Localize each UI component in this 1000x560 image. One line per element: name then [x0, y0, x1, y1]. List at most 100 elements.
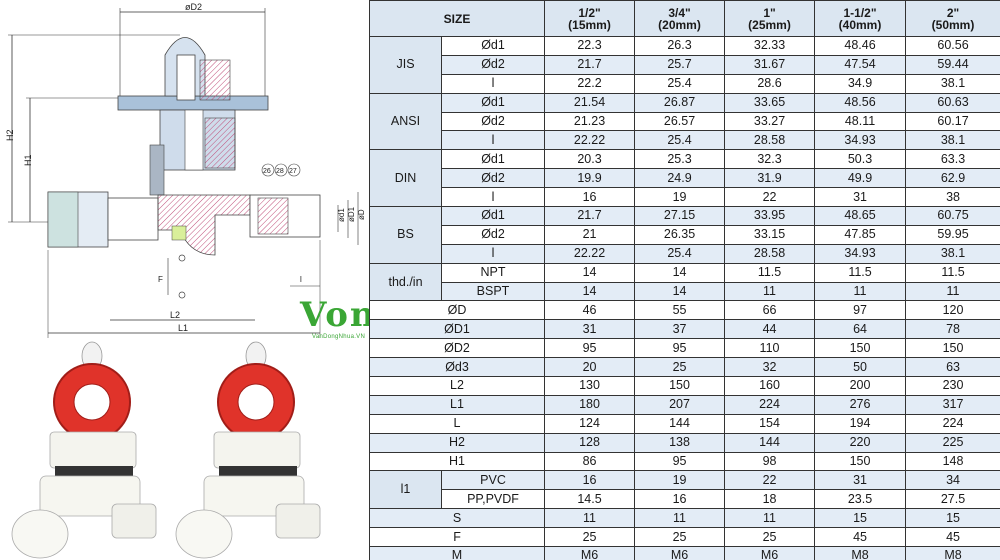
row-label: Ød2	[440, 168, 546, 189]
value-cell: 22	[724, 470, 816, 491]
value-cell: 86	[544, 451, 636, 472]
value-cell: 28.58	[724, 243, 816, 264]
value-cell: 23.5	[814, 489, 907, 510]
dim-lengths: l L2 L1	[47, 240, 321, 338]
group-label: thd./in	[369, 262, 442, 302]
row-label: S	[368, 508, 546, 529]
value-cell: 25.4	[634, 130, 726, 151]
value-cell: 48.46	[814, 36, 907, 56]
row-label: l	[440, 243, 546, 264]
value-cell: 26.3	[634, 36, 726, 56]
value-cell: 60.75	[905, 206, 1000, 226]
row-label: l	[440, 130, 546, 151]
value-cell: 34.93	[814, 243, 907, 264]
value-cell: 11	[905, 281, 1000, 302]
part-28: 28	[276, 168, 284, 175]
row-label: l	[440, 73, 546, 94]
value-cell: 62.9	[905, 168, 1000, 189]
group-label: BS	[369, 206, 442, 264]
value-cell: 95	[544, 338, 636, 359]
value-cell: 59.44	[905, 54, 1000, 75]
dim-d-label: øD	[357, 209, 366, 220]
value-cell: 160	[724, 376, 816, 396]
value-cell: 19.9	[544, 168, 636, 189]
value-cell: 55	[634, 300, 726, 321]
value-cell: 26.87	[634, 92, 726, 113]
value-cell: 25	[634, 357, 726, 378]
dim-d1-label: øD1	[347, 206, 356, 222]
value-cell: 25.3	[634, 149, 726, 170]
dim-l1-label: L1	[178, 323, 188, 333]
value-cell: 31	[814, 187, 907, 208]
dim-h1-label: H1	[23, 154, 33, 166]
value-cell: 25.4	[634, 243, 726, 264]
group-label: l1	[369, 470, 442, 510]
value-cell: 207	[634, 394, 726, 415]
value-cell: 33.65	[724, 92, 816, 113]
header-size-col: 1"(25mm)	[724, 0, 816, 37]
value-cell: 66	[724, 300, 816, 321]
row-label: Ød1	[440, 149, 546, 170]
value-cell: 32.33	[724, 36, 816, 56]
value-cell: 16	[544, 470, 636, 491]
row-label: Ød3	[368, 357, 546, 378]
row-label: L	[368, 413, 546, 434]
handwheel	[117, 37, 269, 111]
row-label: ØD	[368, 300, 546, 321]
header-size-col: 3/4"(20mm)	[634, 0, 726, 37]
value-cell: 148	[905, 451, 1000, 472]
value-cell: 27.5	[905, 489, 1000, 510]
value-cell: 14	[634, 262, 726, 283]
value-cell: 25.4	[634, 73, 726, 94]
value-cell: 37	[634, 319, 726, 340]
value-cell: 150	[814, 451, 907, 472]
value-cell: 38	[905, 187, 1000, 208]
value-cell: 19	[634, 187, 726, 208]
dim-h2-label: H2	[5, 129, 15, 141]
value-cell: 150	[814, 338, 907, 359]
value-cell: 224	[905, 413, 1000, 434]
value-cell: 18	[724, 489, 816, 510]
row-label: L1	[368, 394, 546, 415]
value-cell: 34.93	[814, 130, 907, 151]
value-cell: 276	[814, 394, 907, 415]
value-cell: 11	[724, 508, 816, 529]
value-cell: 60.56	[905, 36, 1000, 56]
value-cell: 63	[905, 357, 1000, 378]
value-cell: 22.22	[544, 130, 636, 151]
value-cell: 15	[814, 508, 907, 529]
row-label: Ød2	[440, 224, 546, 245]
value-cell: 11.5	[814, 262, 907, 283]
value-cell: 11.5	[724, 262, 816, 283]
dim-diameters: ød1 øD1 øD	[337, 192, 366, 245]
value-cell: 38.1	[905, 73, 1000, 94]
value-cell: 48.65	[814, 206, 907, 226]
row-label: Ød2	[440, 111, 546, 132]
value-cell: 124	[544, 413, 636, 434]
value-cell: 150	[905, 338, 1000, 359]
valve-product-photos	[11, 341, 321, 559]
value-cell: 31	[544, 319, 636, 340]
value-cell: 21.7	[544, 54, 636, 75]
value-cell: 31.67	[724, 54, 816, 75]
value-cell: 33.95	[724, 206, 816, 226]
value-cell: 11	[634, 508, 726, 529]
value-cell: 220	[814, 432, 907, 453]
value-cell: 317	[905, 394, 1000, 415]
value-cell: 150	[634, 376, 726, 396]
brand-watermark: Von	[300, 295, 377, 335]
value-cell: 144	[634, 413, 726, 434]
value-cell: 21	[544, 224, 636, 245]
value-cell: 22	[724, 187, 816, 208]
valve-photo-left	[11, 341, 157, 559]
